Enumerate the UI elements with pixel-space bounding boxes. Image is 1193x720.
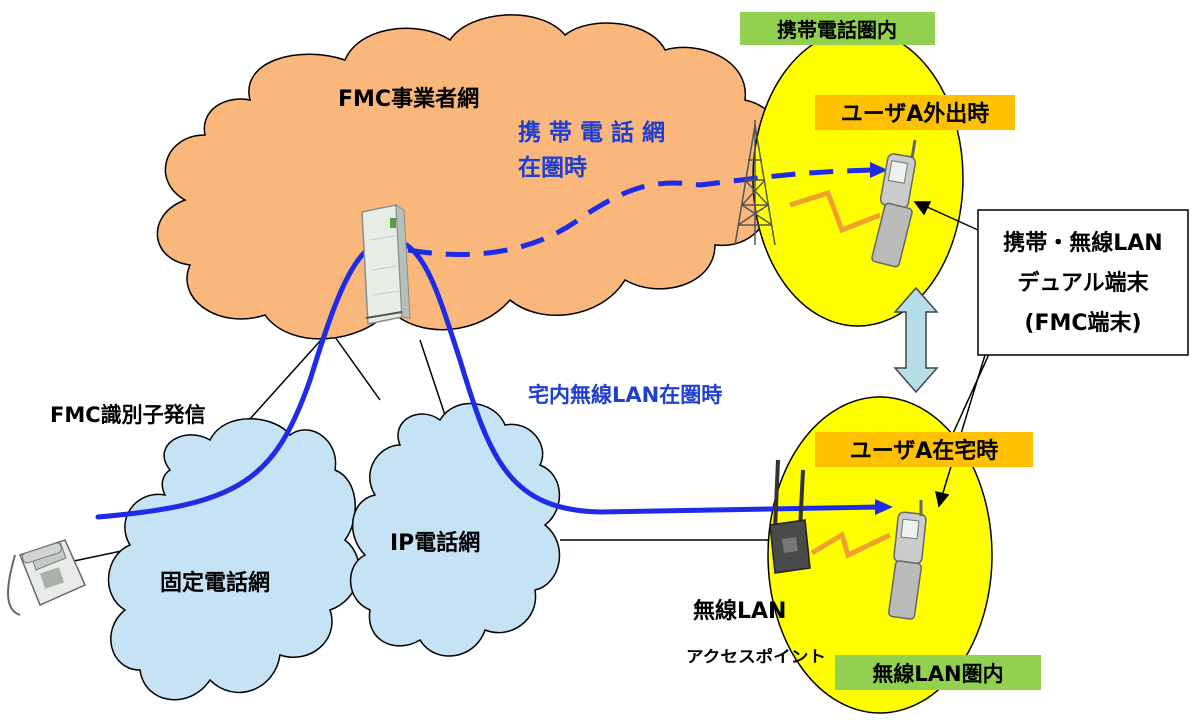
dual-terminal-label-line1: 携帯・無線LAN [1003, 230, 1162, 256]
wlan-coverage-label-box [835, 655, 1041, 690]
server-icon [361, 204, 411, 325]
user-a-home-label-box [815, 432, 1033, 467]
fmc-operator-cloud [156, 14, 781, 340]
ip-phone-network-label: IP電話網 [390, 530, 480, 556]
wlan-access-point-icon [769, 459, 811, 574]
callout-pointers [913, 201, 986, 508]
wlan-path-arrowhead [875, 499, 893, 515]
mobile-phone-icon [887, 500, 927, 620]
wlan-coverage-area [767, 396, 993, 714]
wlan-ap-label-line1: 無線LAN [693, 598, 786, 624]
home-wlan-in-range-label: 宅内無線LAN在圏時 [528, 383, 722, 407]
dual-terminal-label-line2: デュアル端末 [1017, 270, 1149, 296]
fmc-id-call-label: FMC識別子発信 [50, 403, 206, 427]
wlan-ap-label-line2: アクセスポイント [686, 647, 826, 666]
wlan-coverage-label: 無線LAN圏内 [872, 662, 1003, 686]
mobile-radio-wave [789, 189, 881, 234]
mobile-in-range-label-line2: 在圏時 [518, 154, 587, 181]
mobile-in-range-label-line1: 携 帯 電 話 網 [518, 119, 665, 146]
dual-terminal-callout-box [977, 209, 1189, 356]
user-a-home-label: ユーザA在宅時 [850, 438, 999, 464]
user-a-out-label-box [815, 95, 1015, 130]
mobile-coverage-label-box [740, 12, 935, 45]
mobile-phone-icon [871, 139, 917, 268]
mobile-coverage-label: 携帯電話圏内 [777, 18, 897, 42]
wlan-radio-wave [810, 531, 892, 559]
fixed-phone-network-label: 固定電話網 [160, 570, 270, 596]
dual-terminal-label-line3: (FMC端末) [1024, 311, 1141, 336]
bidirectional-arrow [893, 286, 939, 394]
mobile-coverage-area [752, 29, 964, 327]
mobile-path-dashed [407, 167, 873, 257]
user-a-out-label: ユーザA外出時 [841, 101, 990, 127]
fixed-phone-network-cloud [108, 418, 360, 701]
fmc-network-label: FMC事業者網 [338, 86, 479, 112]
ip-phone-network-cloud [349, 403, 561, 657]
fixed-phone-icon [7, 539, 86, 616]
mobile-path-arrowhead [870, 162, 888, 178]
radio-tower-icon [734, 120, 776, 246]
